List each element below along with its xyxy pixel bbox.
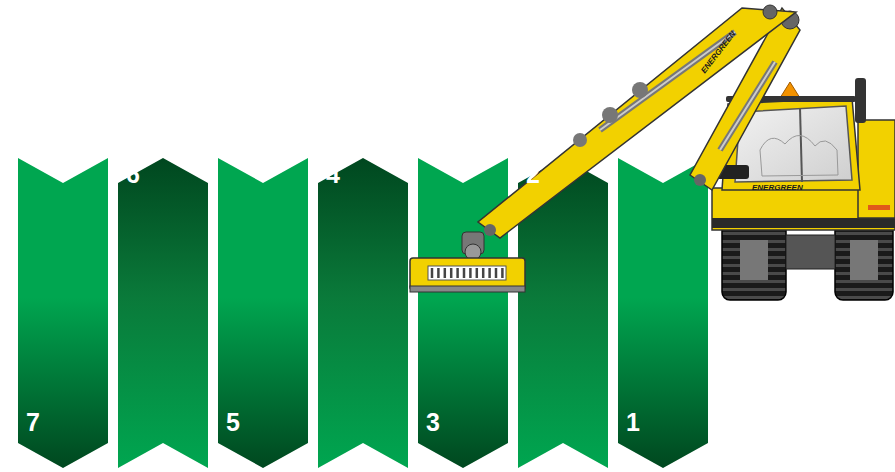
pass-number: 1 <box>626 410 640 435</box>
band-shape <box>118 158 208 468</box>
wheels <box>722 222 893 300</box>
pass-band: 4 <box>318 158 408 468</box>
pass-number: 3 <box>426 410 440 435</box>
pass-number: 2 <box>526 162 540 187</box>
pass-band: 5 <box>218 158 308 468</box>
pass-band: 1 <box>618 158 708 468</box>
pass-number: 7 <box>26 410 40 435</box>
pass-band: 6 <box>118 158 208 468</box>
pass-band: 7 <box>18 158 108 468</box>
pass-number: 4 <box>326 162 340 187</box>
pass-number: 5 <box>226 410 240 435</box>
band-shape <box>318 158 408 468</box>
brand-label: ENERGREEN <box>752 184 803 192</box>
pass-band: 3 <box>418 158 508 468</box>
pass-number: 6 <box>126 162 140 187</box>
